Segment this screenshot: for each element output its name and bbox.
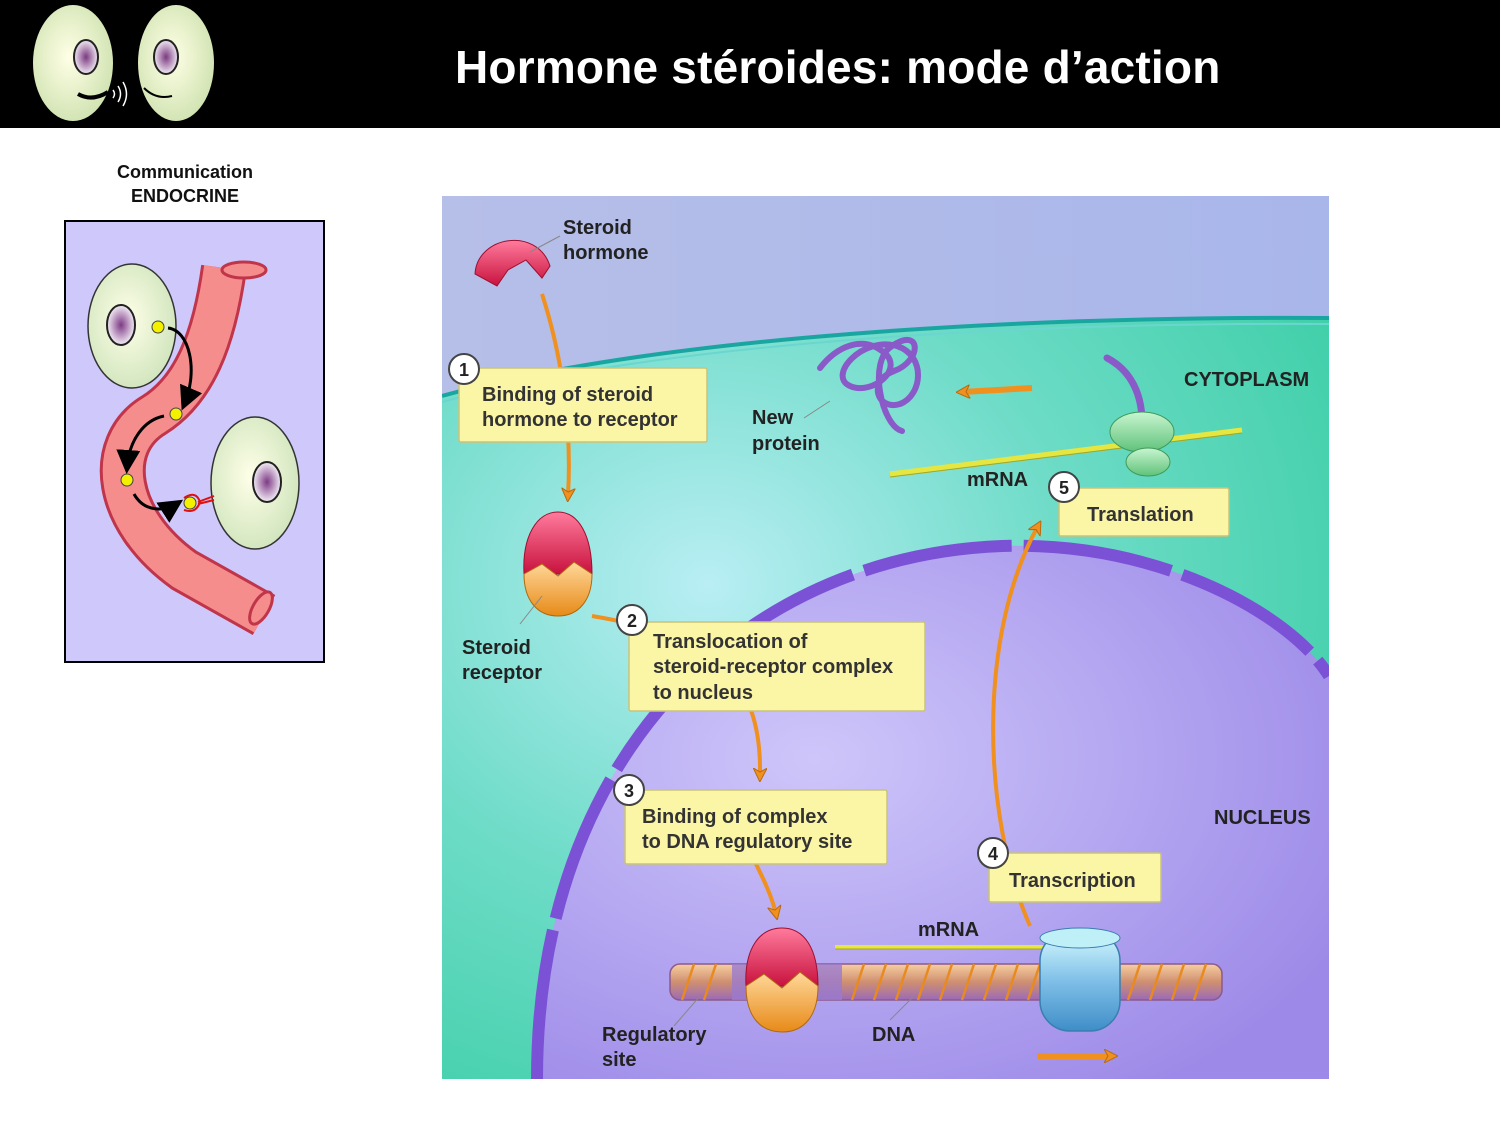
title-bar: Hormone stéroides: mode d’action (0, 0, 1500, 128)
slide-title: Hormone stéroides: mode d’action (455, 41, 1221, 93)
step-2-badge (616, 604, 648, 636)
label-dna: DNA (872, 1024, 915, 1046)
hormone-molecule (120, 473, 134, 487)
step-1-number: 1 (459, 360, 469, 380)
label-steroid-hormone-1: Steroid (563, 217, 632, 239)
hormone-molecule (169, 407, 183, 421)
endocrine-communication-illustration (64, 220, 325, 663)
step-2-line-1: Translocation of (653, 631, 808, 653)
hormone-molecule (151, 320, 165, 334)
label-mrna-cytoplasm: mRNA (967, 469, 1028, 491)
label-steroid-hormone-2: hormone (563, 242, 649, 264)
step-3-number: 3 (624, 781, 634, 801)
step-2-line-2: steroid-receptor complex (653, 656, 893, 678)
step-2-line-3: to nucleus (653, 682, 753, 704)
step-1-badge (448, 353, 480, 385)
new-protein-molecule (817, 337, 921, 434)
step-4-line-1: Transcription (1009, 870, 1136, 892)
step-4-callout (988, 852, 1162, 903)
step-4-badge (977, 837, 1009, 869)
step-3-callout (624, 789, 888, 865)
step-5-callout (1058, 487, 1230, 537)
side-title-line-1: Communication (116, 162, 253, 182)
rna-polymerase (1039, 927, 1121, 1032)
label-regulatory-2: site (602, 1049, 636, 1071)
step-5-badge (1048, 471, 1080, 503)
step-1-line-1: Binding of steroid (482, 384, 653, 406)
step-4-number: 4 (988, 844, 998, 864)
step-3-line-2: to DNA regulatory site (642, 831, 852, 853)
label-steroid-receptor-2: receptor (462, 662, 542, 684)
label-nucleus: NUCLEUS (1214, 807, 1311, 829)
label-cytoplasm: CYTOPLASM (1184, 369, 1309, 391)
step-3-line-1: Binding of complex (642, 806, 828, 828)
step-2-callout (628, 621, 926, 712)
ribosome (1109, 411, 1175, 477)
steroid-action-diagram: Steroid hormone 1 Binding of steroid hor… (442, 196, 1329, 1079)
steroid-receptor-complex (523, 511, 593, 617)
nuclear-envelope (531, 539, 1329, 1079)
side-panel-title: Communication ENDOCRINE (64, 160, 306, 208)
step-3-badge (613, 774, 645, 806)
step-2-number: 2 (627, 611, 637, 631)
complex-bound-to-dna (745, 927, 819, 1033)
communicating-cells-logo-icon (33, 5, 214, 121)
side-title-line-2: ENDOCRINE (130, 186, 239, 206)
mrna-strand-cytoplasm (889, 427, 1243, 477)
arrow-new-protein (962, 388, 1033, 392)
step-5-number: 5 (1059, 478, 1069, 498)
label-new-protein-1: New (752, 407, 794, 429)
hormone-molecule (183, 496, 197, 510)
step-1-line-2: hormone to receptor (482, 409, 678, 431)
label-new-protein-2: protein (752, 433, 820, 455)
label-regulatory-1: Regulatory (602, 1024, 707, 1046)
label-mrna-nucleus: mRNA (918, 919, 979, 941)
receptor-icon (183, 493, 215, 512)
label-steroid-receptor-1: Steroid (462, 637, 531, 659)
dna-helix (680, 963, 1208, 1001)
step-5-line-1: Translation (1087, 504, 1194, 526)
step-1-callout (458, 367, 708, 443)
